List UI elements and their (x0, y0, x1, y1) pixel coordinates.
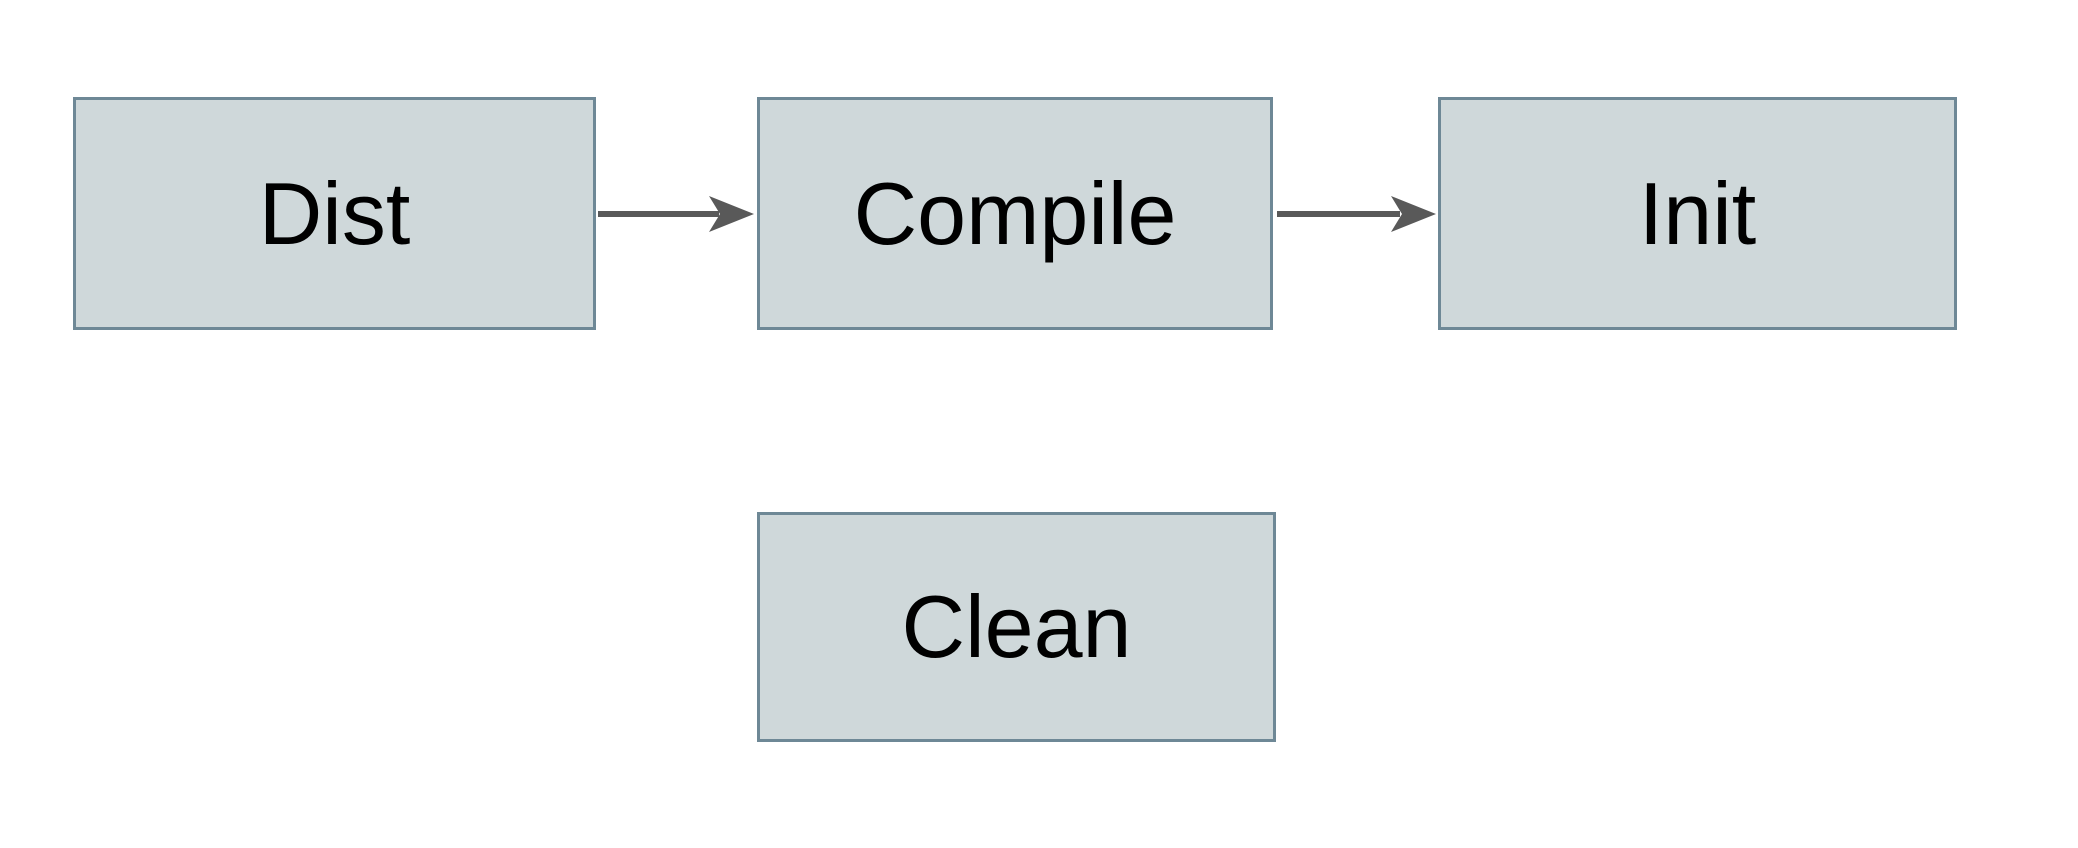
node-init-label: Init (1638, 163, 1757, 263)
arrowhead-icon (1391, 196, 1436, 232)
node-compile-label: Compile (853, 163, 1177, 263)
edge-compile-to-init (1277, 196, 1436, 232)
arrowhead-icon (709, 196, 754, 232)
node-compile: Compile (757, 97, 1273, 330)
node-clean-label: Clean (901, 577, 1132, 676)
node-dist-label: Dist (258, 163, 411, 263)
node-init: Init (1438, 97, 1957, 330)
node-dist: Dist (73, 97, 596, 330)
edge-dist-to-compile (598, 196, 754, 232)
node-clean: Clean (757, 512, 1276, 742)
